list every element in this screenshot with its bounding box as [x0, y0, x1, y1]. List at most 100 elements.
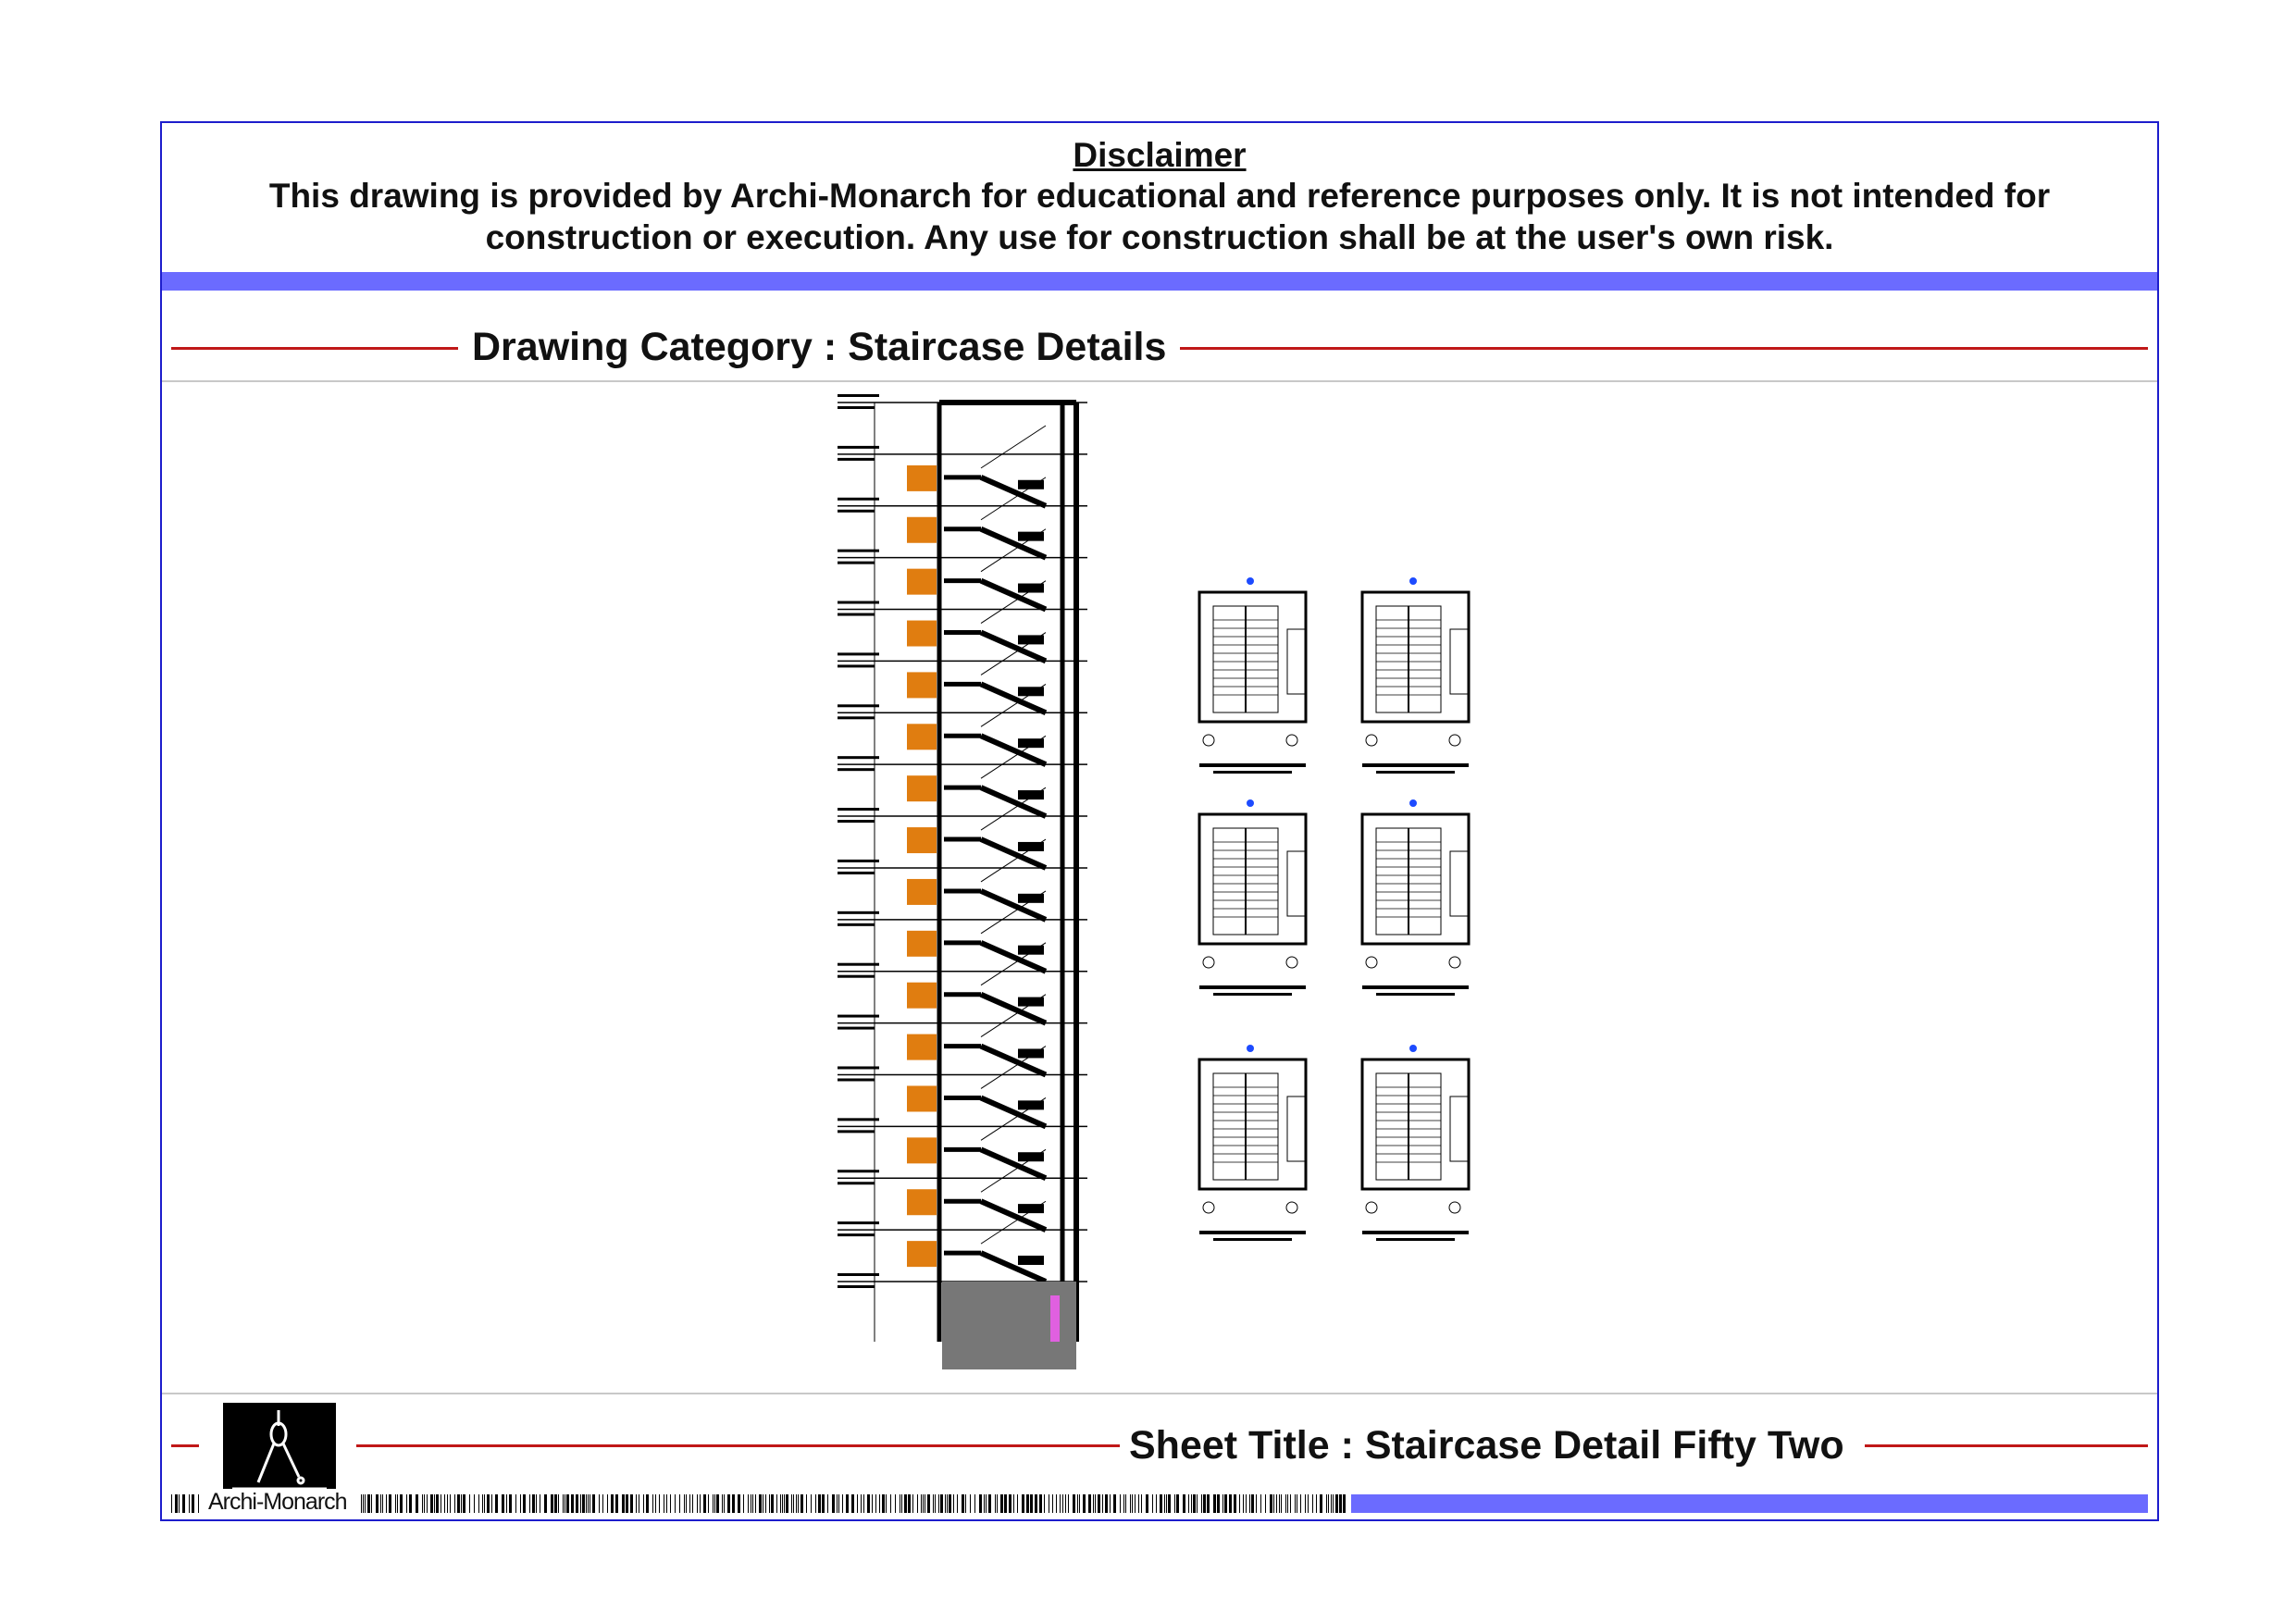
level-label	[838, 1221, 879, 1225]
upper-flight	[980, 477, 1047, 521]
barcode-bar	[1056, 1494, 1057, 1513]
barcode-bar	[1300, 1494, 1301, 1513]
barcode-bar	[811, 1494, 812, 1513]
tag-label	[1018, 1152, 1044, 1162]
barcode-bar	[904, 1494, 907, 1513]
grid-bubble	[1365, 1201, 1378, 1214]
stair-plan	[1198, 799, 1308, 996]
level-label	[838, 1014, 879, 1018]
barcode-bar	[582, 1494, 585, 1513]
barcode-bar	[192, 1494, 194, 1513]
stair-flight	[979, 1095, 1048, 1130]
barcode-bar	[738, 1494, 740, 1513]
stair-plan	[1360, 577, 1471, 774]
stair-flight	[979, 991, 1048, 1026]
barcode-bar	[1160, 1494, 1162, 1513]
barcode-bar	[532, 1494, 535, 1513]
barcode-bar	[1213, 1494, 1216, 1513]
grid-bubble	[1448, 1201, 1461, 1214]
grid-bubble	[1202, 1201, 1215, 1214]
barcode-bar	[652, 1494, 653, 1513]
upper-flight	[980, 1046, 1047, 1089]
barcode-bar	[837, 1494, 838, 1513]
upper-flight	[980, 838, 1047, 883]
note-tag	[907, 878, 937, 905]
level-label	[838, 756, 879, 760]
barcode-bar	[630, 1494, 633, 1513]
barcode-bar	[872, 1494, 873, 1513]
barcode-bar	[713, 1494, 714, 1513]
barcode-bar	[791, 1494, 792, 1513]
grid-bubble	[1285, 1201, 1298, 1214]
barcode-bar	[1265, 1494, 1266, 1513]
barcode-bar	[1285, 1494, 1286, 1513]
barcode-bar	[502, 1494, 504, 1513]
tag-label	[1018, 945, 1044, 955]
barcode-bar	[882, 1494, 885, 1513]
door	[1286, 850, 1307, 917]
barcode-bar	[1246, 1494, 1247, 1513]
barcode-bar	[615, 1494, 618, 1513]
barcode-bar	[670, 1494, 671, 1513]
barcode-bar	[984, 1494, 985, 1513]
barcode-bar	[1022, 1494, 1024, 1513]
upper-flight	[980, 683, 1047, 727]
barcode-bar	[1088, 1494, 1091, 1513]
plan-caption	[1199, 763, 1306, 767]
barcode-bar	[986, 1494, 987, 1513]
barcode-bar	[765, 1494, 766, 1513]
barcode-bar	[427, 1494, 428, 1513]
barcode-bar	[732, 1494, 735, 1513]
barcode-bar	[363, 1494, 364, 1513]
barcode-bar	[895, 1494, 896, 1513]
barcode-bar	[995, 1494, 996, 1513]
barcode-bar	[851, 1494, 854, 1513]
upper-flight	[980, 787, 1047, 831]
barcode-bar	[842, 1494, 843, 1513]
barcode-bar	[997, 1494, 998, 1513]
tag-label	[1018, 790, 1044, 800]
barcode-bar	[1331, 1494, 1332, 1513]
barcode-bar	[1156, 1494, 1157, 1513]
barcode-bar	[796, 1494, 797, 1513]
barcode-bar	[1270, 1494, 1272, 1513]
upper-flight	[980, 942, 1047, 986]
level-value	[838, 974, 875, 978]
barcode-bar	[1217, 1494, 1220, 1513]
barcode-bar	[1197, 1494, 1198, 1513]
plan-outline	[1198, 590, 1308, 724]
barcode-bar	[755, 1494, 756, 1513]
grid-marker	[1247, 799, 1254, 807]
barcode-bar	[901, 1494, 902, 1513]
barcode-bar	[780, 1494, 781, 1513]
level-label	[838, 1066, 879, 1070]
barcode-bar	[1095, 1494, 1096, 1513]
barcode-bar	[1176, 1494, 1179, 1513]
barcode-bar	[365, 1494, 366, 1513]
grid-bubble	[1448, 956, 1461, 969]
stair-flight	[979, 475, 1048, 509]
barcode-bar	[832, 1494, 835, 1513]
barcode-bar	[806, 1494, 807, 1513]
barcode-bar	[722, 1494, 723, 1513]
barcode-bar	[1130, 1494, 1131, 1513]
level-value	[838, 561, 875, 564]
barcode-bar	[921, 1494, 922, 1513]
barcode-bar	[947, 1494, 948, 1513]
level-label	[838, 1273, 879, 1276]
barcode-bar	[714, 1494, 715, 1513]
plan-caption-sub	[1376, 993, 1455, 996]
category-rule-left	[171, 347, 458, 350]
barcode-bar	[484, 1494, 485, 1513]
note-tag	[907, 465, 937, 491]
barcode-bar	[838, 1494, 839, 1513]
barcode-bar	[1093, 1494, 1094, 1513]
barcode-bar	[1281, 1494, 1282, 1513]
disclaimer-text: This drawing is provided by Archi-Monarc…	[268, 177, 2051, 256]
upper-flight	[980, 735, 1047, 779]
barcode-bar	[171, 1494, 172, 1513]
barcode-bar	[784, 1494, 785, 1513]
barcode-strip	[171, 1494, 1346, 1513]
barcode-bar	[636, 1494, 637, 1513]
barcode-bar	[1132, 1494, 1133, 1513]
